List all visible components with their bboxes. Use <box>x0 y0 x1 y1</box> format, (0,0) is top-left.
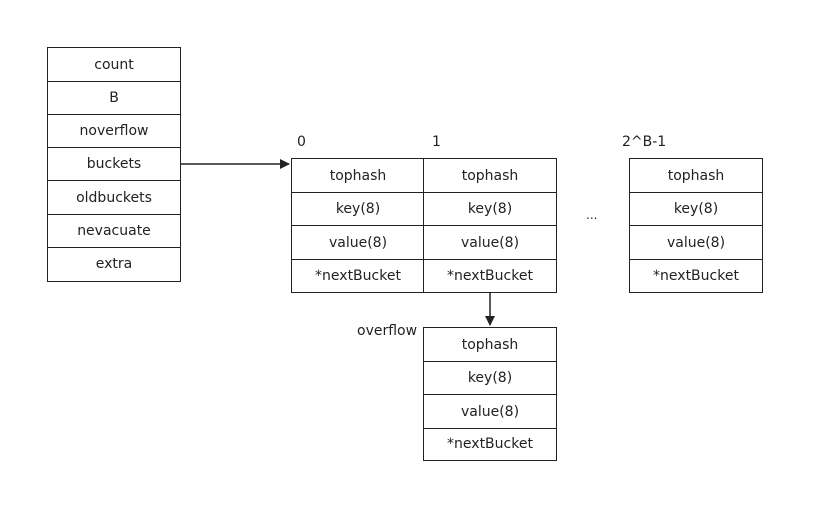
hmap-field-buckets: buckets <box>48 147 180 180</box>
bucket-last-key: key(8) <box>630 192 762 225</box>
bucket-1-tophash: tophash <box>461 167 519 184</box>
hmap-struct: count B noverflow buckets oldbuckets nev… <box>47 47 181 282</box>
bucket-1-key: key(8) <box>424 192 556 225</box>
overflow-value: value(8) <box>424 394 556 428</box>
overflow-bucket: tophash key(8) value(8) *nextBucket <box>423 327 557 461</box>
bucket-1: tophash key(8) value(8) *nextBucket <box>423 158 557 293</box>
hmap-field-extra: extra <box>48 247 180 280</box>
bucket-0-key: key(8) <box>292 192 424 225</box>
overflow-label: overflow <box>357 323 418 339</box>
bucket-0-tophash: tophash <box>329 167 387 184</box>
hmap-field-nevacuate: nevacuate <box>48 214 180 247</box>
bucket-last-nextbucket: *nextBucket <box>630 259 762 291</box>
hmap-field-noverflow: noverflow <box>48 114 180 147</box>
bucket-1-nextbucket: *nextBucket <box>424 259 556 291</box>
bucket-index-0-label: 0 <box>297 134 306 150</box>
overflow-tophash: tophash <box>461 336 519 353</box>
overflow-nextbucket: *nextBucket <box>424 428 556 459</box>
hmap-field-oldbuckets: oldbuckets <box>48 180 180 214</box>
bucket-index-1-label: 1 <box>432 134 441 150</box>
bucket-index-last-label: 2^B-1 <box>622 134 667 150</box>
bucket-0-nextbucket: *nextBucket <box>292 259 424 291</box>
bucket-last-value: value(8) <box>630 225 762 259</box>
ellipsis-label: ... <box>586 208 598 222</box>
bucket-last: tophash key(8) value(8) *nextBucket <box>629 158 763 293</box>
hmap-field-b: B <box>48 81 180 114</box>
overflow-key: key(8) <box>424 361 556 394</box>
bucket-1-value: value(8) <box>424 225 556 259</box>
bucket-last-tophash: tophash <box>667 167 725 184</box>
bucket-0-value: value(8) <box>292 225 424 259</box>
hmap-field-count: count <box>94 56 134 73</box>
